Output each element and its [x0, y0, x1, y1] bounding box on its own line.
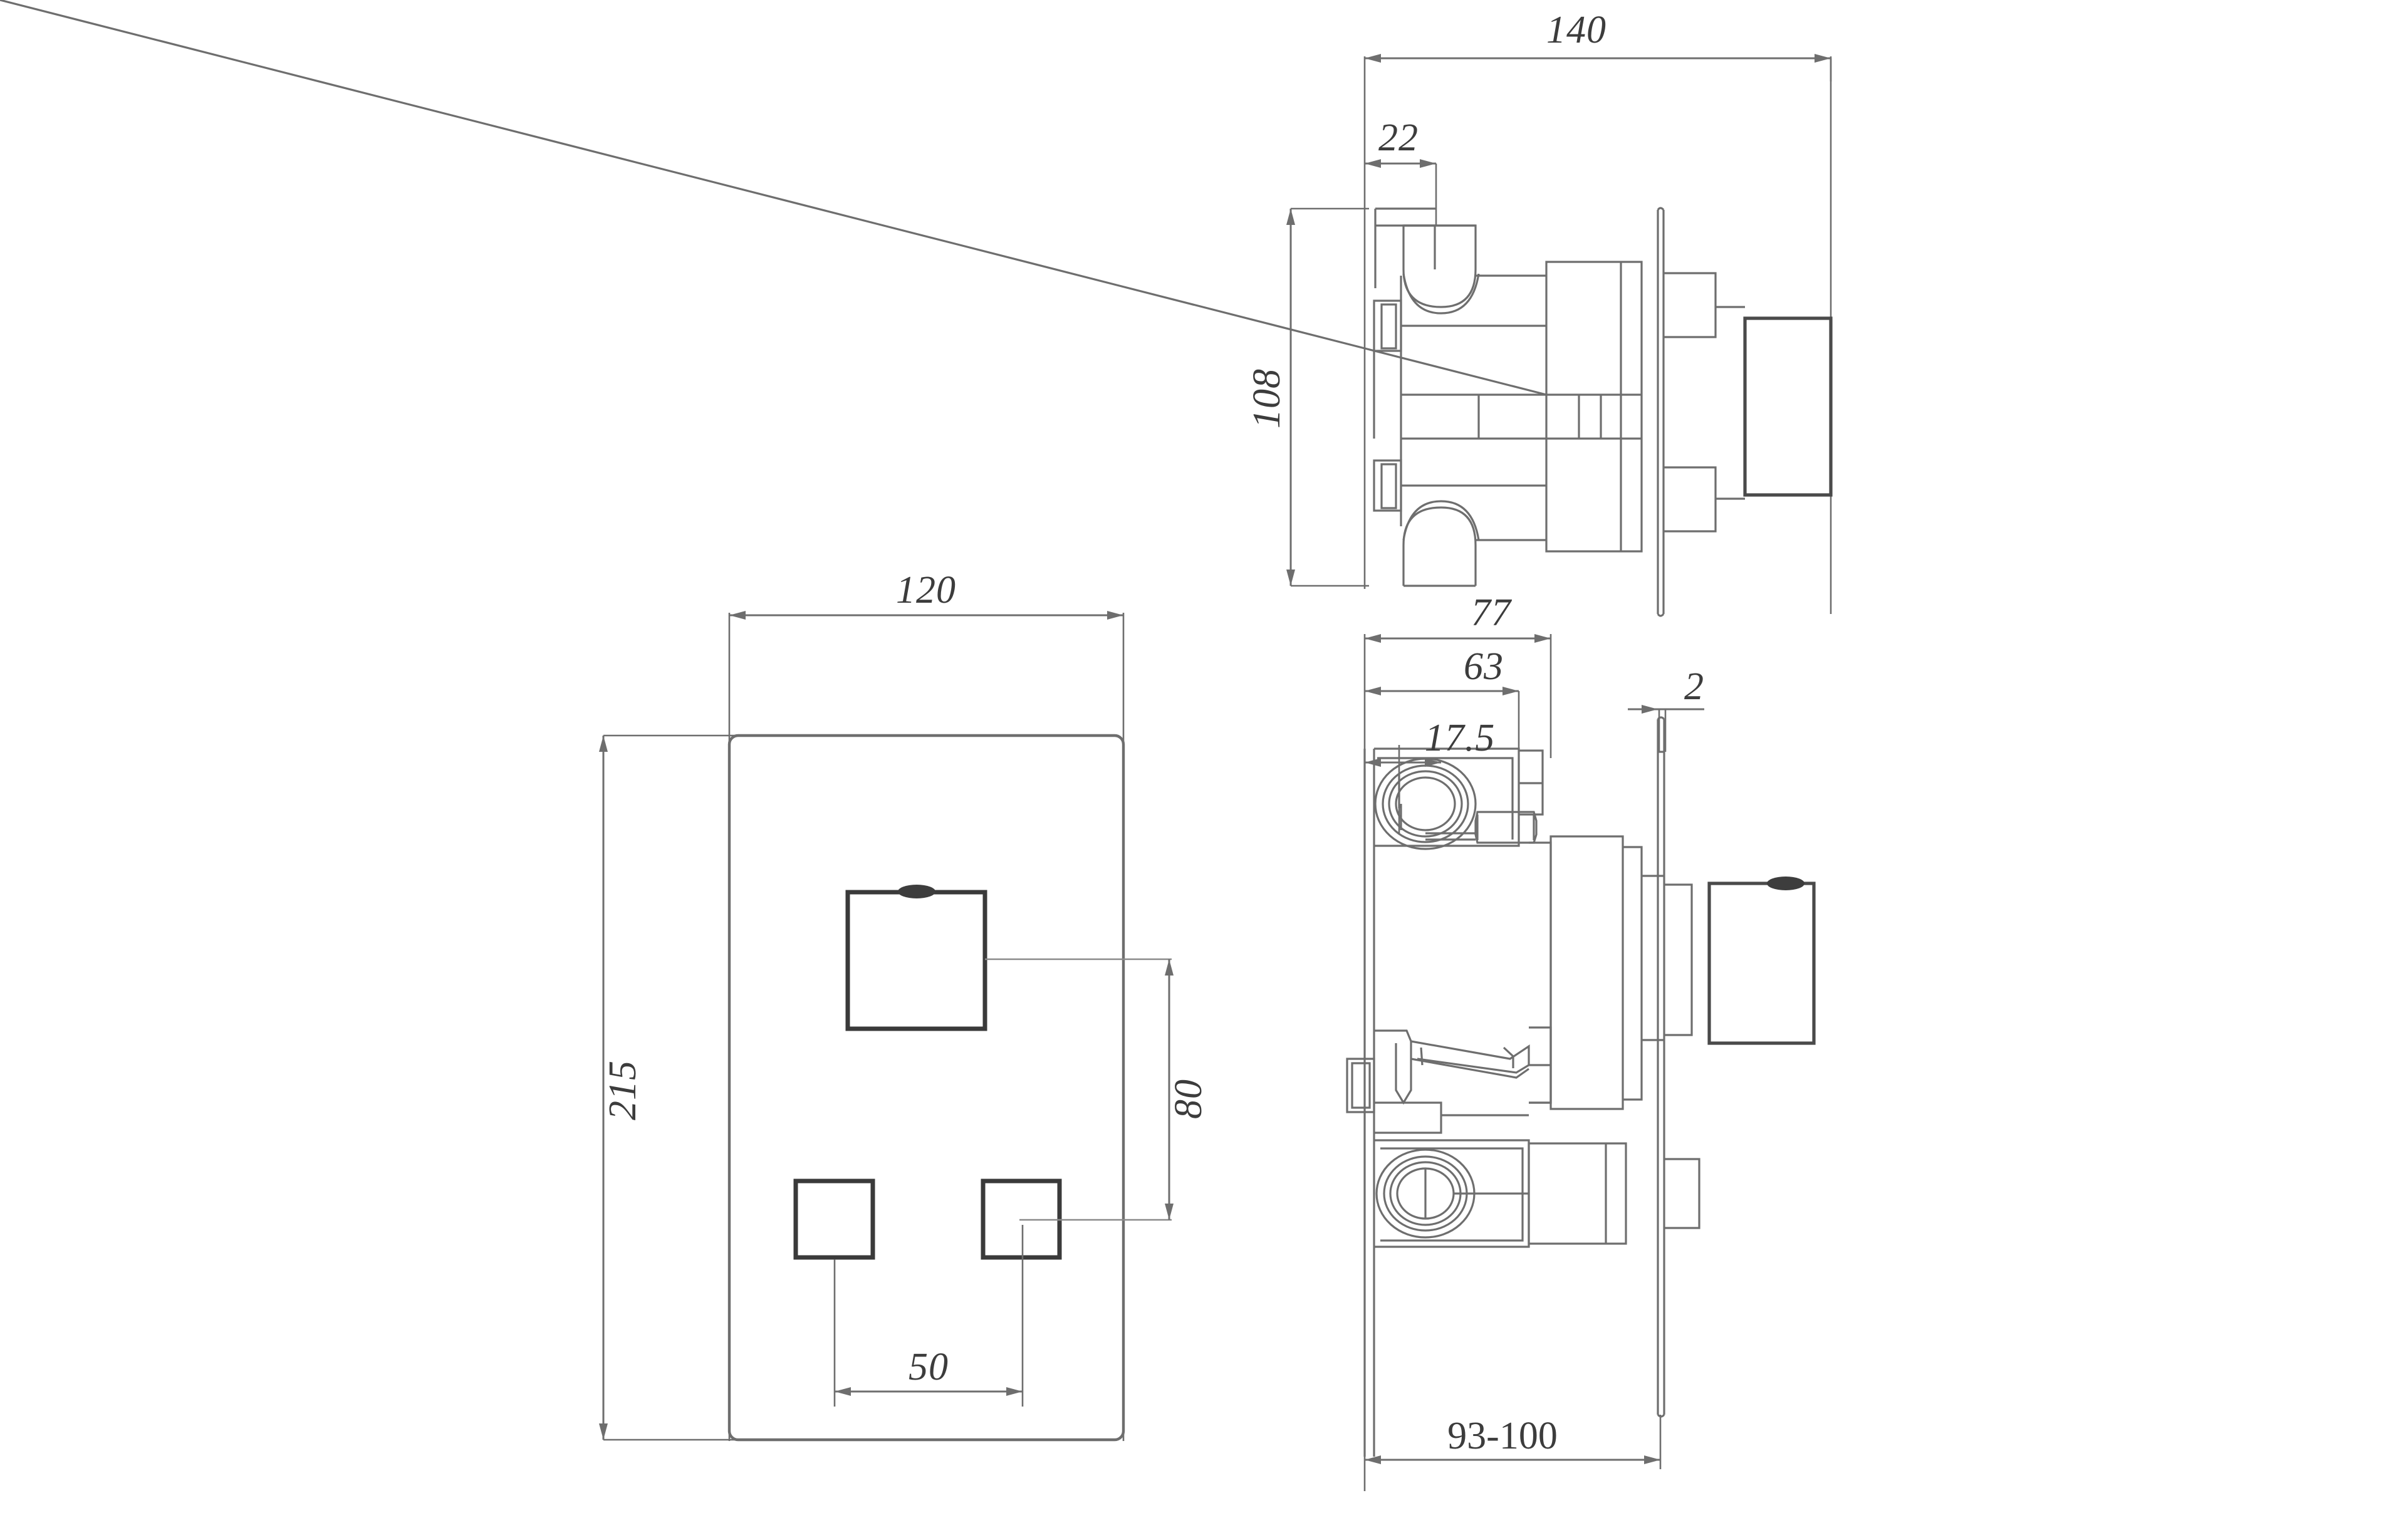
- dimension-label-93-100: 93-100: [1447, 1415, 1558, 1457]
- dimension-80: [1165, 959, 1174, 1220]
- valve-body-top-section: [0, 0, 1833, 617]
- dimension-50: [833, 1225, 1024, 1407]
- main-knob-side[interactable]: [1707, 877, 1816, 1045]
- faceplate-outline: [727, 734, 1125, 1442]
- dimension-93-100: [1365, 1415, 1662, 1469]
- dimension-108: [1286, 207, 1369, 587]
- dimension-label-120: 120: [896, 569, 956, 611]
- dimension-label-22: 22: [1378, 117, 1419, 159]
- dimension-22: [1365, 159, 1437, 226]
- top-side-section-view: [0, 0, 1833, 617]
- diverter-lever-assembly: [1374, 1029, 1530, 1134]
- dimension-label-80: 80: [1167, 1079, 1210, 1119]
- main-thermostat-knob[interactable]: [845, 885, 987, 1031]
- dimension-label-77: 77: [1471, 591, 1513, 634]
- dimension-label-2: 2: [1684, 665, 1704, 708]
- upper-port-opening: [1374, 757, 1477, 850]
- dimension-label-140: 140: [1546, 9, 1607, 51]
- valve-body-bottom-section: [1346, 716, 1816, 1457]
- dimension-label-63: 63: [1464, 645, 1504, 688]
- dimension-2: [1628, 705, 1704, 752]
- dimension-label-108: 108: [1246, 368, 1288, 429]
- lower-left-diverter-knob[interactable]: [793, 1178, 875, 1260]
- bottom-side-section-view: [1346, 634, 1816, 1491]
- dimension-label-50: 50: [909, 1346, 949, 1388]
- dimension-140: [1363, 54, 1832, 614]
- dimension-63: [1365, 687, 1520, 758]
- knob-indicator-nub: [898, 885, 935, 898]
- dimension-label-215: 215: [602, 1060, 644, 1120]
- front-elevation-view: [599, 611, 1174, 1442]
- dimension-215: [599, 734, 739, 1441]
- dimension-label-17-5: 17.5: [1425, 717, 1496, 759]
- knob-indicator-nub-side: [1767, 877, 1804, 890]
